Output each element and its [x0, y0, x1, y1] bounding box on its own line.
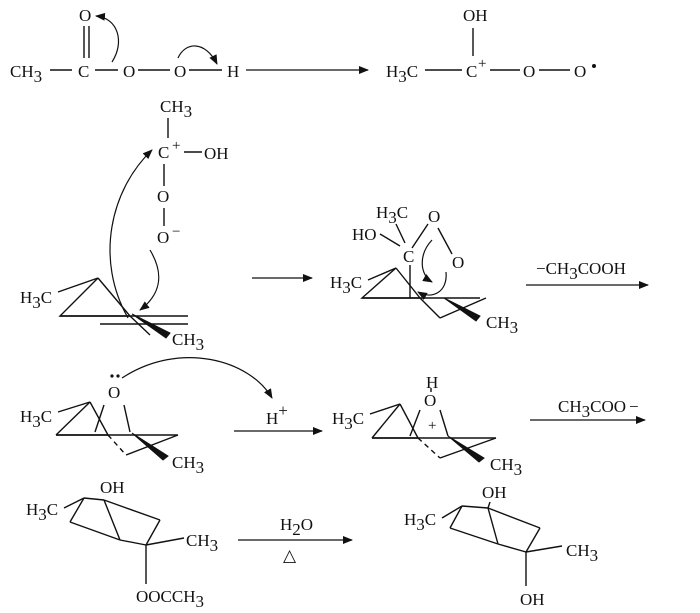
- svg-text:O: O: [157, 228, 169, 247]
- oxocarbenium-peroxy-radical: H3C C + OH O O: [386, 6, 596, 86]
- acetate-label: CH3COO−: [558, 397, 639, 421]
- svg-text:H: H: [426, 373, 438, 392]
- svg-text:HO: HO: [352, 225, 377, 244]
- svg-text:O: O: [523, 62, 535, 81]
- radical-dot: [592, 64, 596, 68]
- svg-text:OH: OH: [204, 144, 229, 163]
- water-label: H2O: [280, 515, 313, 539]
- svg-text:+: +: [478, 56, 486, 72]
- svg-text:H3C: H3C: [20, 288, 52, 312]
- svg-text:CH3: CH3: [486, 313, 518, 337]
- svg-text:CH3: CH3: [490, 455, 522, 479]
- curved-arrow-oxygen-to-alkene: [139, 249, 160, 311]
- epoxide-oxygen: O: [108, 383, 120, 402]
- carbonyl-carbon: C: [78, 62, 89, 81]
- alkene-ring: H3C CH3: [20, 277, 204, 354]
- svg-text:H3C: H3C: [20, 407, 52, 431]
- svg-text:O: O: [428, 207, 440, 226]
- heat-symbol: △: [283, 546, 297, 565]
- svg-text:+: +: [428, 418, 436, 434]
- svg-text:CH3: CH3: [160, 97, 192, 121]
- hydroxy-acetate-chair: OH H3C CH3 OOCCH3: [26, 478, 218, 611]
- svg-text:H3C: H3C: [26, 500, 58, 524]
- svg-text:O: O: [424, 391, 436, 410]
- svg-text:OH: OH: [482, 483, 507, 502]
- attacking-cation: CH3 C + OH O O −: [157, 97, 229, 247]
- diol-chair: OH H3C CH3 OH: [404, 483, 598, 609]
- svg-text:+: +: [172, 138, 180, 154]
- carbonyl-oxygen: O: [79, 6, 91, 25]
- curved-arrow-o-o-cleavage: [421, 239, 433, 283]
- svg-text:CH3: CH3: [172, 330, 204, 354]
- svg-text:O: O: [452, 253, 464, 272]
- curved-arrow-to-proton: [121, 357, 273, 399]
- peroxy-oxygen-1: O: [123, 62, 135, 81]
- hydroxyl-label: OH: [463, 6, 488, 25]
- svg-text:OH: OH: [100, 478, 125, 497]
- svg-text:C: C: [158, 143, 169, 162]
- svg-text:CH3: CH3: [186, 531, 218, 555]
- svg-text:CH3: CH3: [566, 541, 598, 565]
- svg-text:OOCCH3: OOCCH3: [136, 587, 204, 611]
- svg-text:H3C: H3C: [376, 203, 408, 227]
- peracetic-acid: CH3 C O O O H: [10, 6, 239, 86]
- electron-arrow-to-carbonyl: [95, 12, 120, 63]
- svg-text:C: C: [466, 62, 477, 81]
- peroxy-oxygen-2: O: [174, 62, 186, 81]
- electron-arrow-to-hydrogen: [177, 45, 218, 65]
- svg-text:H3C: H3C: [332, 409, 364, 433]
- acetic-acid-loss-label: −CH3COOH: [536, 259, 626, 283]
- methyl-label: CH3: [10, 62, 42, 86]
- svg-text:C: C: [403, 247, 414, 266]
- svg-text:H3C: H3C: [330, 273, 362, 297]
- svg-text:H3C: H3C: [386, 62, 418, 86]
- protonated-epoxide: H O + H3C CH3: [332, 373, 522, 479]
- svg-text:−: −: [172, 224, 180, 240]
- cyclic-intermediate: H3C HO C O O H3C CH3: [330, 203, 518, 337]
- svg-text:OH: OH: [520, 590, 545, 609]
- epoxide: O H3C CH3: [20, 374, 204, 477]
- acidic-hydrogen: H: [227, 62, 239, 81]
- svg-text:O: O: [574, 62, 586, 81]
- curved-arrow-pi-to-cation: [109, 149, 153, 319]
- svg-text:CH3: CH3: [172, 453, 204, 477]
- curved-arrow-ring-oxygen: [417, 271, 447, 300]
- svg-text:O: O: [157, 187, 169, 206]
- proton-label: H+: [266, 401, 288, 428]
- svg-text:H3C: H3C: [404, 510, 436, 534]
